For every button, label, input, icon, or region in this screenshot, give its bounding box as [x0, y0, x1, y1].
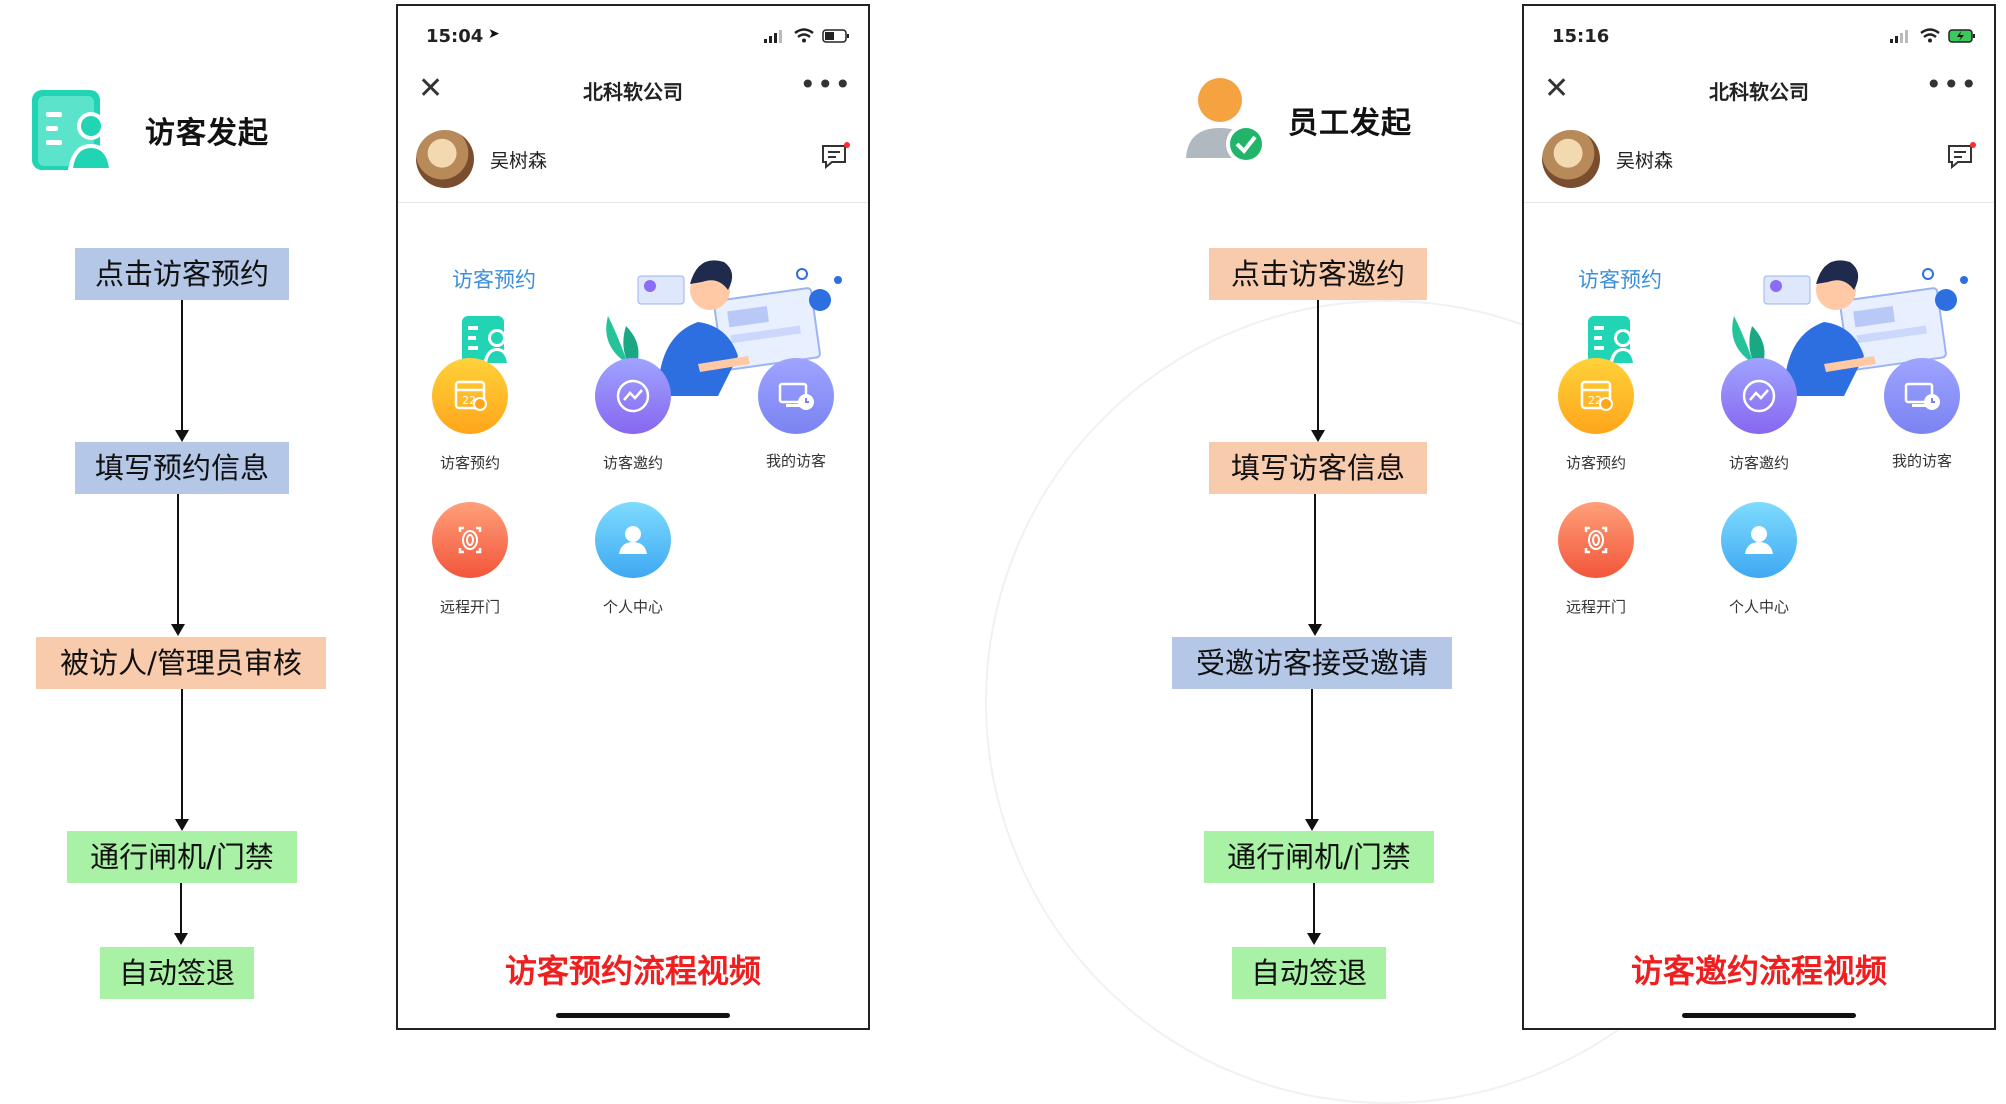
left-flow-title: 访客发起	[145, 115, 269, 151]
battery-charging-icon	[1948, 28, 1975, 43]
avatar[interactable]	[1542, 130, 1600, 188]
status-bar: 15:16	[1552, 26, 1976, 50]
menu-label: 我的访客	[1891, 452, 1952, 470]
avatar[interactable]	[416, 130, 474, 188]
visitor-card-icon[interactable]	[1586, 312, 1642, 368]
menu-label: 访客预约	[439, 454, 500, 472]
more-icon[interactable]: •••	[799, 68, 852, 101]
signal-icon	[1890, 29, 1908, 43]
phone-screen-right: 15:16 ✕ 北科软公司 ••• 吴树森 访客预约	[1522, 4, 1996, 1030]
employee-initiate-header: 员工发起	[1180, 74, 1412, 166]
flow-step-3: 受邀访客接受邀请	[1172, 637, 1452, 689]
user-center-icon[interactable]	[595, 502, 671, 578]
employee-check-icon	[1186, 78, 1266, 164]
menu-label: 个人中心	[1728, 598, 1789, 616]
flow-arrow	[1308, 494, 1322, 636]
video-caption[interactable]: 访客邀约流程视频	[1630, 952, 1887, 990]
flow-step-4: 通行闸机/门禁	[1204, 831, 1434, 883]
wifi-icon	[1920, 28, 1940, 43]
wifi-icon	[794, 28, 814, 43]
svg-text:22: 22	[1588, 394, 1602, 407]
more-icon[interactable]: •••	[1925, 68, 1978, 101]
person-illustration	[606, 260, 842, 398]
message-icon[interactable]	[1946, 142, 1976, 170]
status-time: 15:04	[426, 26, 484, 47]
right-flow-title: 员工发起	[1288, 106, 1412, 141]
banner-label: 访客预约	[452, 268, 536, 292]
menu-label: 远程开门	[439, 598, 500, 616]
flow-arrow	[1311, 300, 1325, 442]
menu-label: 远程开门	[1565, 598, 1626, 616]
visitor-invite-icon[interactable]	[1721, 358, 1797, 434]
flow-step-1: 点击访客邀约	[1209, 248, 1427, 300]
flow-arrow	[171, 494, 185, 636]
message-icon[interactable]	[820, 142, 850, 170]
flow-arrow	[1307, 883, 1321, 945]
flow-step-5: 自动签退	[1232, 947, 1386, 999]
visitor-invite-icon[interactable]	[595, 358, 671, 434]
user-name: 吴树森	[1616, 150, 1674, 172]
flow-arrow	[175, 689, 189, 831]
company-title: 北科软公司	[583, 80, 683, 104]
flow-arrow	[1305, 689, 1319, 831]
home-indicator[interactable]	[1682, 1013, 1856, 1018]
video-caption[interactable]: 访客预约流程视频	[504, 952, 761, 990]
menu-label: 访客预约	[1565, 454, 1626, 472]
company-title: 北科软公司	[1709, 80, 1809, 104]
flow-step-1: 点击访客预约	[75, 248, 289, 300]
visitor-booking-icon[interactable]: 22	[1558, 358, 1634, 434]
status-time: 15:16	[1552, 26, 1610, 47]
flow-step-2: 填写访客信息	[1209, 442, 1427, 494]
fingerprint-icon[interactable]	[1558, 502, 1634, 578]
home-indicator[interactable]	[556, 1013, 730, 1018]
user-name: 吴树森	[490, 150, 548, 172]
flow-arrow	[175, 300, 189, 442]
fingerprint-icon[interactable]	[432, 502, 508, 578]
flow-step-3: 被访人/管理员审核	[36, 637, 326, 689]
visitor-initiate-header: 访客发起	[28, 82, 269, 177]
user-center-icon[interactable]	[1721, 502, 1797, 578]
menu-label: 访客邀约	[602, 454, 663, 472]
close-icon[interactable]: ✕	[418, 71, 444, 106]
flow-arrow	[174, 883, 188, 945]
phone-screen-left: 15:04 ➤ ✕ 北科软公司 ••• 吴树森 访客预约	[396, 4, 870, 1030]
menu-label: 个人中心	[602, 598, 663, 616]
flow-step-4: 通行闸机/门禁	[67, 831, 297, 883]
my-visitors-icon[interactable]	[1884, 358, 1960, 434]
status-bar: 15:04 ➤	[426, 26, 850, 50]
location-arrow-icon: ➤	[488, 26, 500, 42]
banner-label: 访客预约	[1578, 268, 1662, 292]
my-visitors-icon[interactable]	[758, 358, 834, 434]
visitor-booking-icon[interactable]: 22	[432, 358, 508, 434]
visitor-card-icon[interactable]	[460, 312, 516, 368]
menu-label: 访客邀约	[1728, 454, 1789, 472]
close-icon[interactable]: ✕	[1544, 71, 1570, 106]
svg-text:22: 22	[462, 394, 476, 407]
menu-label: 我的访客	[765, 452, 826, 470]
flow-step-2: 填写预约信息	[75, 442, 289, 494]
signal-icon	[764, 29, 782, 43]
visitor-card-icon	[32, 90, 114, 170]
flow-step-5: 自动签退	[100, 947, 254, 999]
battery-icon	[822, 28, 849, 43]
